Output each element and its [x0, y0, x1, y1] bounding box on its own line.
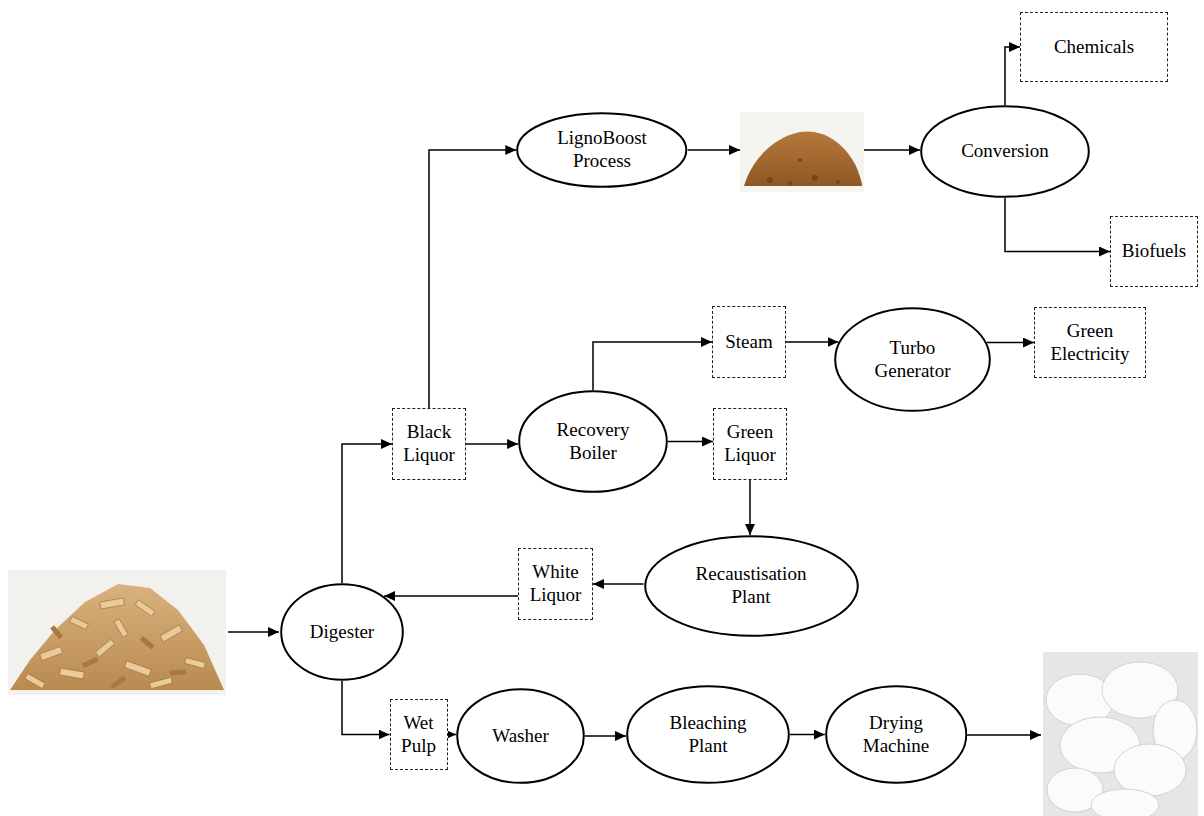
node-label: Green Liquor: [719, 421, 781, 467]
lignin-powder-picture: [740, 112, 864, 192]
ellipse-shape: [921, 106, 1089, 197]
flow-arrow: [448, 734, 457, 736]
stream-box: Wet Pulp: [390, 699, 448, 770]
output-arrow: [961, 734, 1041, 736]
flow-arrow: [342, 681, 390, 735]
process-ellipse: Digester: [280, 583, 404, 681]
ellipse-shape: [281, 584, 403, 680]
flow-arrow: [342, 444, 392, 583]
ellipse-shape: [835, 308, 990, 411]
powder-mound: [744, 131, 862, 186]
ellipse-shape: [645, 536, 858, 636]
process-ellipse: Turbo Generator: [834, 307, 991, 412]
node-label: Chemicals: [1054, 36, 1134, 59]
node-label: Digester: [310, 621, 374, 644]
node-label: Black Liquor: [398, 421, 460, 467]
node-label: Washer: [492, 725, 549, 748]
process-ellipse: Recovery Boiler: [518, 390, 668, 493]
node-label: Biofuels: [1122, 240, 1186, 263]
node-label: Bleaching Plant: [658, 712, 758, 758]
flow-arrow: [749, 480, 751, 535]
process-ellipse: Bleaching Plant: [626, 685, 790, 784]
ellipse-shape: [517, 113, 686, 187]
node-label: Green Electricity: [1040, 320, 1140, 366]
pulp-picture: [1043, 652, 1198, 816]
node-label: Steam: [725, 331, 773, 354]
stream-box: Chemicals: [1020, 12, 1168, 82]
stream-box: Green Liquor: [713, 408, 787, 480]
chip-mound: [10, 584, 224, 690]
node-label: Wet Pulp: [396, 712, 442, 758]
wood-chips-picture: [8, 570, 226, 695]
flow-arrow: [987, 342, 1034, 344]
node-label: Conversion: [961, 140, 1049, 163]
ellipse-shape: [627, 686, 789, 783]
picture-ground: [740, 112, 864, 192]
flow-arrow: [1005, 47, 1020, 105]
flow-arrow: [1005, 198, 1110, 252]
flow-arrow: [790, 734, 825, 736]
ellipse-shape: [519, 391, 667, 492]
stream-box: Black Liquor: [392, 408, 466, 480]
flow-arrow: [429, 150, 516, 408]
node-label: Recaustisation Plant: [681, 563, 821, 609]
picture-ground: [8, 570, 226, 695]
stream-box: Biofuels: [1110, 216, 1198, 287]
flow-arrow: [668, 441, 713, 443]
node-label: Drying Machine: [851, 712, 941, 758]
flow-arrow: [585, 735, 626, 737]
node-label: Turbo Generator: [863, 337, 963, 383]
process-ellipse: Recaustisation Plant: [644, 535, 859, 637]
stream-box: Steam: [712, 306, 786, 378]
node-label: Recovery Boiler: [548, 419, 638, 465]
stream-box: White Liquor: [518, 548, 593, 620]
arrow-head: [729, 145, 740, 155]
process-ellipse: Drying Machine: [825, 685, 968, 784]
ellipse-shape: [826, 686, 966, 783]
stream-box: Green Electricity: [1034, 307, 1146, 378]
process-ellipse: Conversion: [920, 105, 1090, 198]
flow-arrow: [466, 443, 518, 445]
node-label: LignoBoost Process: [547, 127, 657, 173]
ellipse-shape: [457, 689, 584, 783]
flow-arrow: [593, 583, 644, 585]
flow-arrow: [593, 342, 712, 390]
feed-arrow: [228, 631, 279, 633]
process-ellipse: Washer: [456, 688, 585, 784]
flow-arrow: [786, 341, 839, 343]
node-label: White Liquor: [525, 561, 587, 607]
process-ellipse: LignoBoost Process: [516, 112, 688, 188]
flow-arrow: [384, 595, 518, 597]
